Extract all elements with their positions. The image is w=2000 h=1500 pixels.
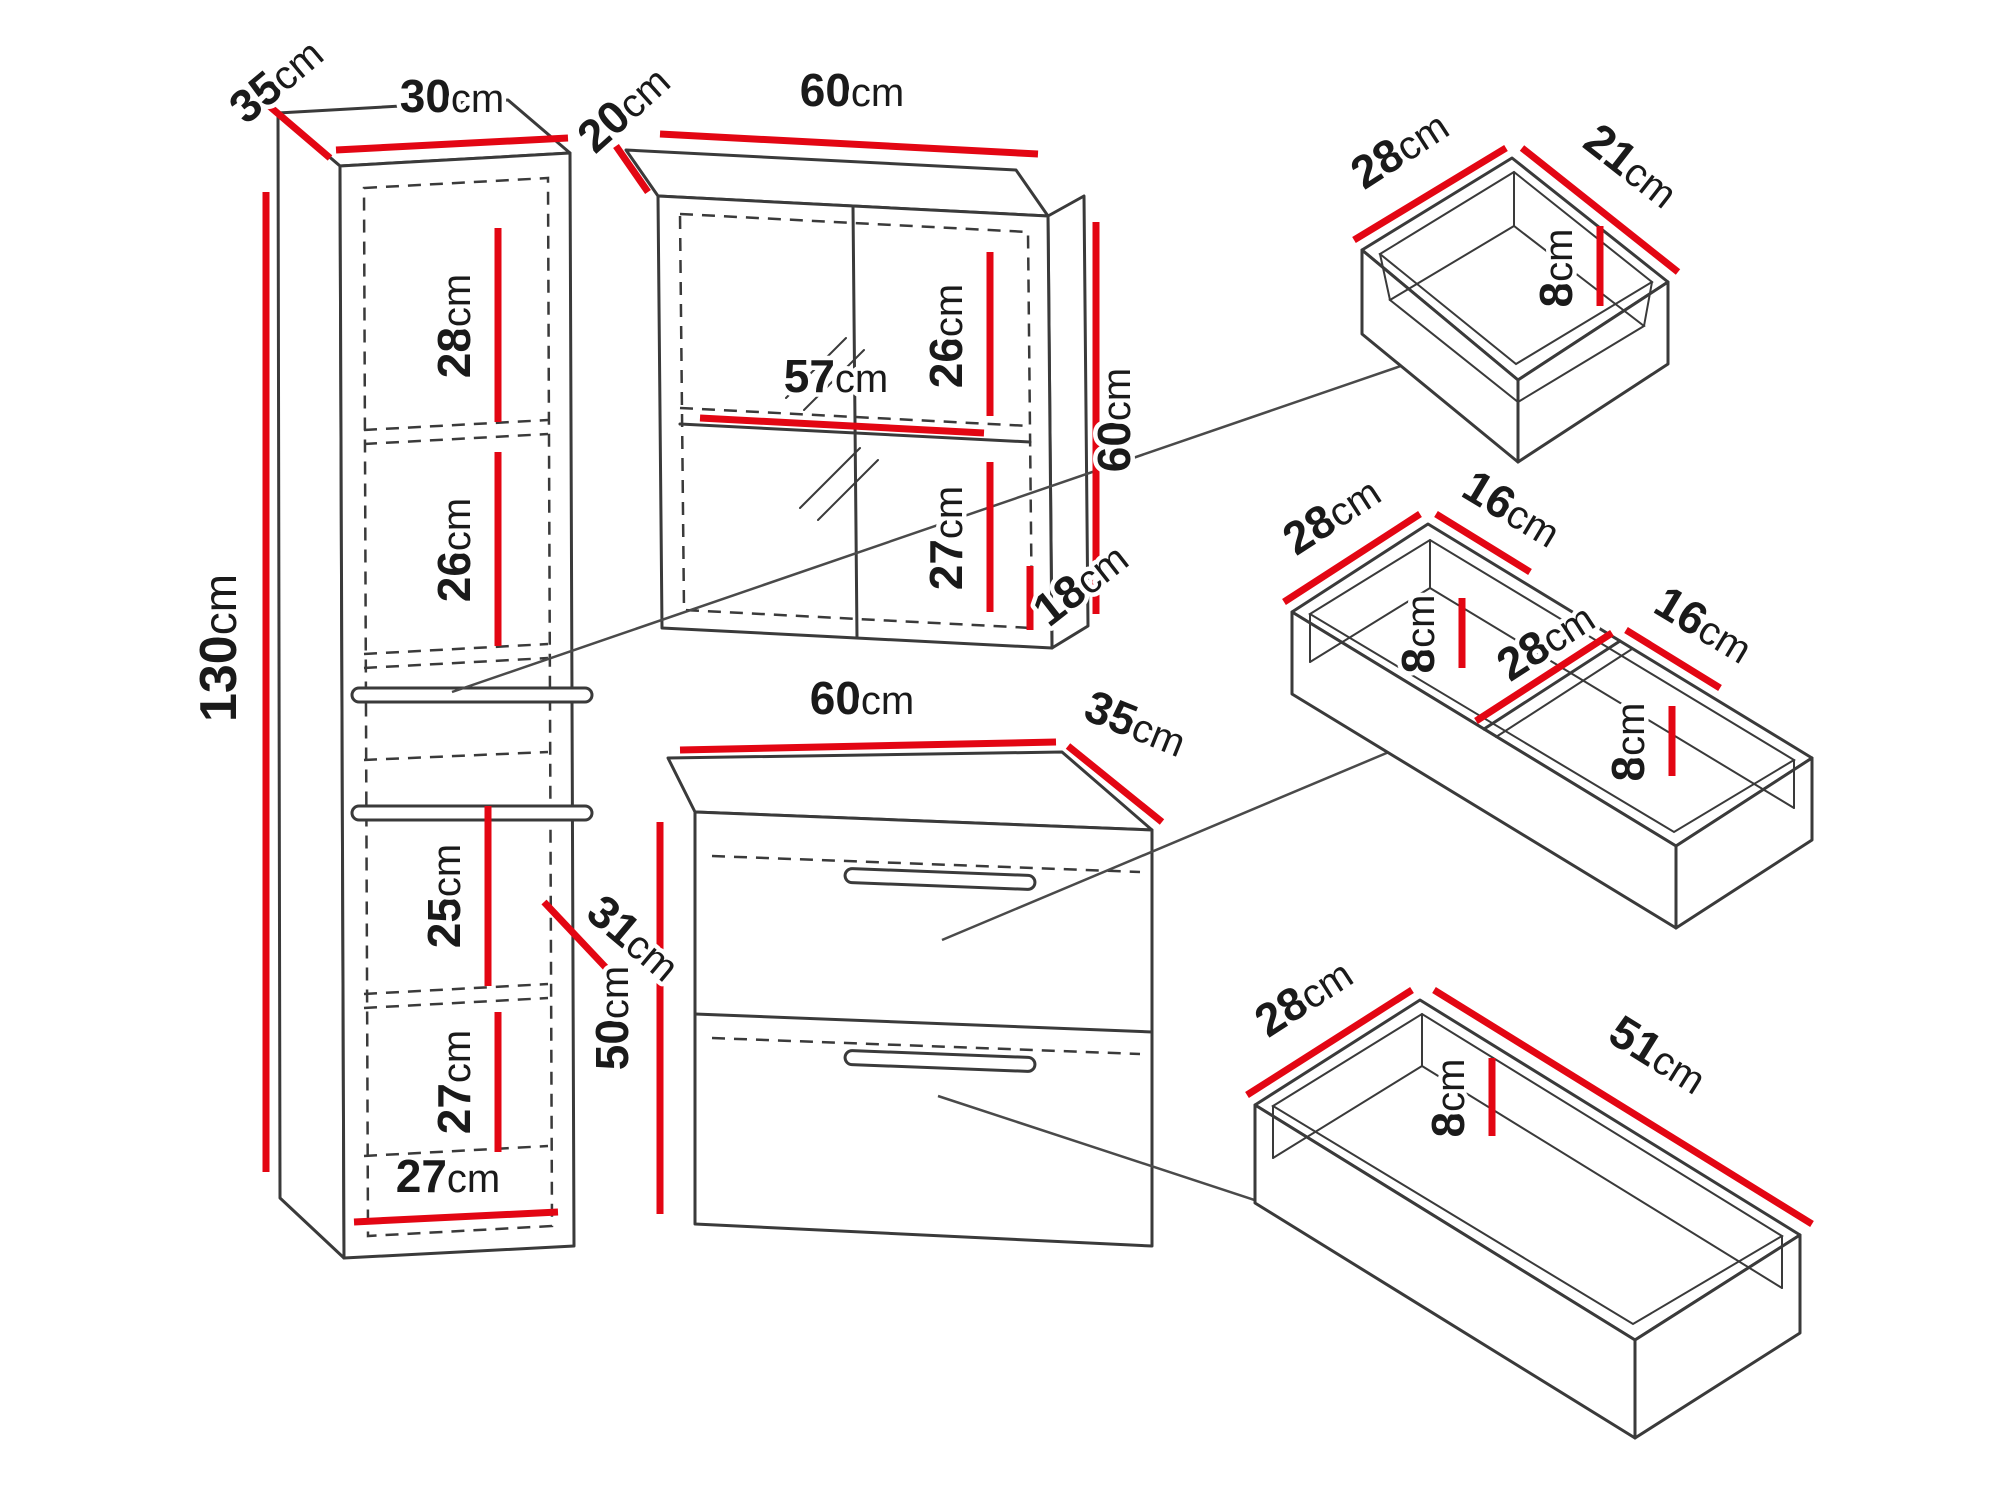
drawer-small-front-right-wall [1516,280,1670,464]
mirror-glint-icon [799,447,861,509]
tall-cabinet-towel-rail [350,804,594,822]
tall-cabinet-shelf-line [363,642,549,656]
dim-label-tall-section4: 27cm [428,1030,480,1135]
drawer-double-floor-edge [1309,587,1431,663]
dim-line-drawer-double-right-width [1474,630,1614,724]
tall-cabinet-shelf-line [363,1144,549,1158]
drawer-box-double [1290,522,1814,930]
mirror-cabinet-door-divider [851,204,859,640]
drawer-small-inner-edge [1379,253,1391,301]
mirror-glint-icon [785,337,847,399]
tall-cabinet-shelf-line [363,982,549,996]
vanity-drawer-gap-line [711,1036,1141,1056]
mirror-cabinet-shelf-line [678,422,1032,444]
dim-label-tall-section3: 25cm [418,844,470,949]
dim-label-mirror-section-bottom: 27cm [920,486,972,591]
dim-label-vanity-height: 50cm [586,966,638,1071]
tall-cabinet-shelf-line [363,418,549,432]
vanity-drawer-divider [693,1012,1154,1034]
mirror-cabinet-shelf-line [679,406,1031,428]
drawer-double-floor-edge [1429,587,1795,809]
dim-label-mirror-width-top: 60cm [800,64,905,116]
drawer-large-floor-edge [1272,1065,1423,1159]
mirror-glint-icon [817,459,879,521]
dimension-labels: 35cm 30cm 130cm 28cm 26cm 25cm 31cm 27cm… [186,27,1764,1206]
drawer-double-right-wall [1674,756,1814,930]
dim-line-vanity-width [679,738,1057,754]
vanity-drawer-gap-line [711,854,1141,874]
drawer-double-divider [1495,648,1633,738]
tall-cabinet-towel-rail [350,686,594,704]
dim-line-drawer-small-depth [1519,145,1681,275]
dim-label-mirror-width-inner: 57cm [784,350,889,402]
dim-label-tall-section1: 28cm [428,274,480,379]
leader-line-top-drawer-to-double-box [941,742,1409,942]
dim-label-drawer-double-right-height: 8cm [1602,703,1654,782]
drawer-box-small [1360,156,1670,464]
dim-line-drawer-double-left-width [1282,511,1422,605]
tall-cabinet-left-side [276,111,346,1260]
vanity-drawer-handle [843,867,1037,891]
dim-line-drawer-small-width [1352,145,1508,243]
mirror-glint-icon [803,349,865,411]
vanity-cabinet [666,750,1154,1248]
leader-line-tall-to-small-drawer [451,354,1431,694]
dim-label-drawer-double-left-height: 8cm [1392,595,1444,674]
drawer-large-right-wall [1633,1233,1802,1440]
dim-line-drawer-double-right-depth [1624,627,1722,691]
tall-cabinet-door-outline [362,176,554,1238]
tall-cabinet-shelf-line [363,750,549,762]
tall-cabinet-shelf-line [363,656,549,670]
dim-label-vanity-width: 60cm [810,672,915,724]
mirror-cabinet [624,148,1090,650]
dim-line-mirror-width-inner [699,414,985,437]
dim-label-mirror-section-top: 26cm [920,284,972,389]
dim-line-vanity-depth [1065,743,1165,825]
dim-label-tall-width-top: 30cm [400,70,505,122]
drawer-double-divider [1482,639,1622,731]
dim-line-drawer-large-width [1245,987,1414,1098]
dim-line-drawer-large-depth [1432,987,1814,1227]
dim-line-mirror-depth-top [613,144,651,194]
dim-line-tall-width-top [335,134,569,154]
dim-line-tall-depth-top [265,102,333,161]
dim-label-drawer-small-height: 8cm [1530,229,1582,308]
drawer-large-floor-edge [1421,1065,1783,1289]
dim-line-tall-inner-depth [541,899,613,975]
dim-line-tall-width-bottom [353,1208,559,1226]
dimension-lines [262,102,1814,1227]
dim-label-tall-height: 130cm [190,574,248,722]
tall-cabinet [276,98,594,1260]
dim-line-mirror-width-top [659,130,1039,158]
vanity-front-face [693,810,1154,1248]
tall-cabinet-shelf-line [363,432,549,446]
dim-label-tall-section2: 26cm [428,498,480,603]
mirror-cabinet-door-outline [678,212,1034,630]
vanity-drawer-handle [843,1049,1037,1073]
drawer-small-inner-edge [1643,281,1653,327]
dim-label-mirror-height: 60cm [1088,368,1140,473]
drawer-box-large [1253,998,1802,1440]
tall-cabinet-shelf-line [363,996,549,1010]
dim-label-tall-width-bottom: 27cm [396,1150,501,1202]
dim-label-drawer-large-height: 8cm [1422,1059,1474,1138]
dim-line-drawer-double-left-depth [1434,511,1532,575]
